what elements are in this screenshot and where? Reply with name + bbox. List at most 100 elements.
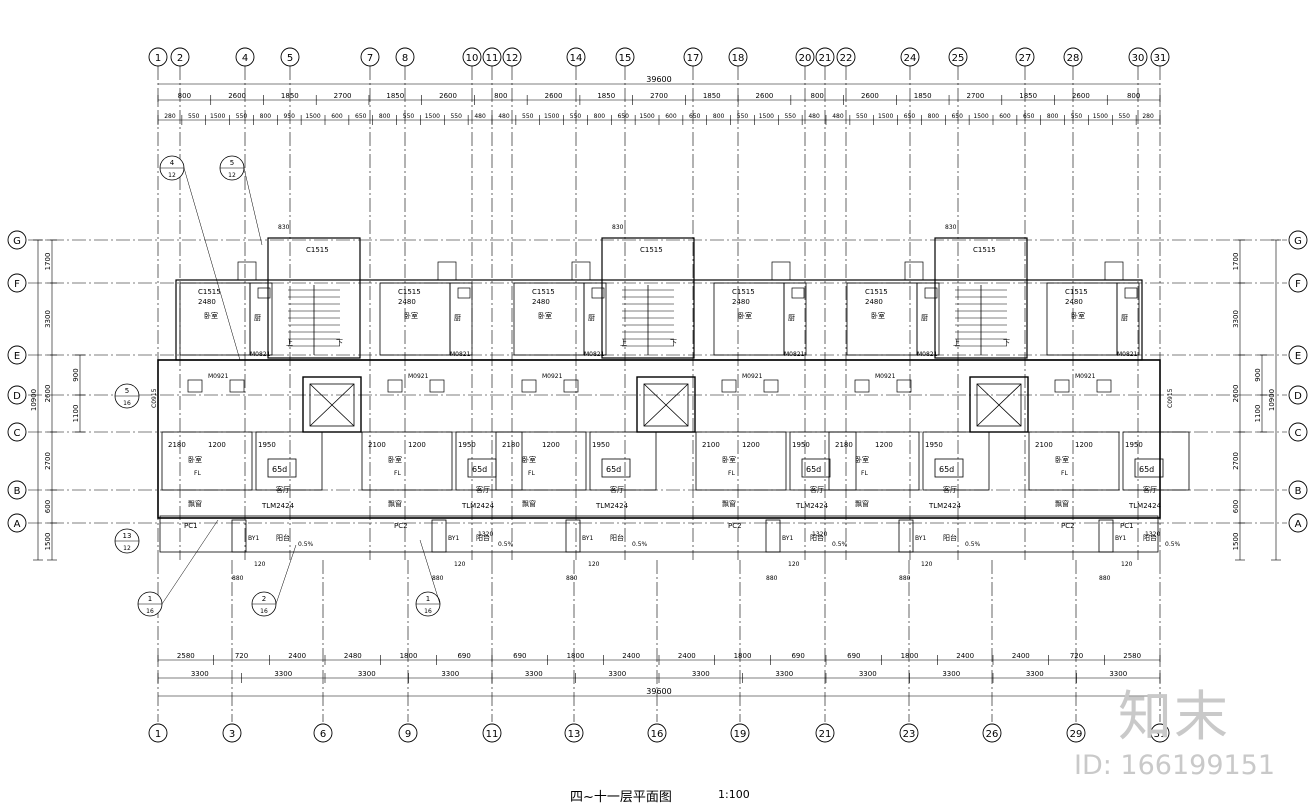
window-label: C0915 xyxy=(151,388,158,408)
axis-bubble xyxy=(1288,385,1308,405)
room-label: 阳台 xyxy=(610,533,624,542)
dim-label: 120 xyxy=(921,561,933,568)
dim-label: 830 xyxy=(612,224,624,231)
dim-top-row2-label: 600 xyxy=(331,113,343,120)
room-label: 卧室 xyxy=(1055,455,1069,464)
dim-top-row2-label: 1500 xyxy=(759,113,774,120)
axis-bubble-label: 21 xyxy=(819,53,832,64)
dim-label: 2100 xyxy=(1035,441,1053,449)
dim-right-col1-label: 2700 xyxy=(1232,452,1240,470)
toilet-fixture xyxy=(387,379,403,393)
room-label: 卧室 xyxy=(722,455,736,464)
axis-bubble xyxy=(1063,47,1083,67)
room-label: 飘窗 xyxy=(722,499,736,508)
column-post xyxy=(898,519,914,553)
room-label: 厨 xyxy=(921,314,928,322)
bedroom-lower xyxy=(695,431,787,491)
dim-label: 1320 xyxy=(812,531,827,538)
axis-bubble xyxy=(148,47,168,67)
axis-bubble xyxy=(1288,480,1308,500)
area-tag-box xyxy=(601,458,631,478)
window-label: TLM2424 xyxy=(261,502,295,510)
dim-top-row2-label: 800 xyxy=(1047,113,1059,120)
slope-label: 0.5% xyxy=(1165,541,1181,548)
room-area-label: 65d xyxy=(1139,465,1154,474)
dim-left-col1-label: 3300 xyxy=(44,310,52,328)
axis-bubble-label: 20 xyxy=(799,53,812,64)
floor-drain-label: FL xyxy=(394,470,401,477)
dim-top-row2-label: 600 xyxy=(665,113,677,120)
window-label: PC1 xyxy=(1120,522,1134,530)
dim-top-row2-label: 550 xyxy=(856,113,868,120)
axis-bubble-label: 11 xyxy=(486,53,499,64)
room-label: 客厅 xyxy=(610,485,624,494)
axis-bubble xyxy=(7,273,27,293)
axis-bubble-label: 1 xyxy=(155,729,161,740)
dim-label: 1320 xyxy=(478,531,493,538)
washbasin-fixture xyxy=(429,379,445,393)
axis-bubble-label: 12 xyxy=(506,53,519,64)
room-label: 客厅 xyxy=(476,485,490,494)
column-post xyxy=(431,519,447,553)
elevator-shaft xyxy=(969,376,1029,433)
room-label: 阳台 xyxy=(943,533,957,542)
elevator-car xyxy=(643,383,689,427)
axis-bubble-label: D xyxy=(13,391,21,402)
axis-bubble-label: F xyxy=(14,279,20,290)
door-label: M0821 xyxy=(784,351,805,358)
axis-bubble xyxy=(899,723,919,743)
bedroom-lower xyxy=(495,431,587,491)
window-label: PC2 xyxy=(394,522,408,530)
living-room xyxy=(922,431,990,491)
axis-bubble xyxy=(948,47,968,67)
dim-label: 830 xyxy=(945,224,957,231)
washbasin-fixture xyxy=(229,379,245,393)
axis-bubble-label: C xyxy=(1295,428,1302,439)
elevator-cross xyxy=(976,383,1022,427)
axis-bubble-label: 4 xyxy=(242,53,248,64)
door-label: M0921 xyxy=(208,373,229,380)
detail-leader xyxy=(419,539,441,605)
dim-top-row2-label: 1500 xyxy=(1093,113,1108,120)
column-post xyxy=(765,519,781,553)
dim-label: 1950 xyxy=(792,441,810,449)
dim-top-row2-label: 1500 xyxy=(878,113,893,120)
dim-label: 2480 xyxy=(1065,298,1083,306)
dim-bottom-row1-label: 720 xyxy=(1070,652,1083,660)
axis-bubble xyxy=(1288,422,1308,442)
axis-bubble-label: 6 xyxy=(320,729,326,740)
axis-bubble xyxy=(1066,723,1086,743)
dim-top-row1-label: 2700 xyxy=(650,92,668,100)
kitchen xyxy=(783,282,807,356)
axis-bubble xyxy=(815,723,835,743)
detail-callout-top: 1 xyxy=(426,595,430,603)
room-label: 卧室 xyxy=(188,455,202,464)
room-area-label: 65d xyxy=(939,465,954,474)
room-label: 客厅 xyxy=(943,485,957,494)
dim-top-row2-label: 550 xyxy=(188,113,200,120)
axis-bubble-label: G xyxy=(1294,236,1302,247)
dim-top-row2-label: 650 xyxy=(1023,113,1035,120)
detail-callout-bottom: 12 xyxy=(168,172,176,179)
dim-top-row2-label: 550 xyxy=(784,113,796,120)
dim-top-row2-label: 1500 xyxy=(425,113,440,120)
dim-label: 120 xyxy=(454,561,466,568)
door-label: M0921 xyxy=(875,373,896,380)
dim-bottom-row2-label: 3300 xyxy=(942,670,960,678)
dim-top-row2-label: 480 xyxy=(498,113,510,120)
dim-bottom-row1-label: 690 xyxy=(847,652,860,660)
axis-bubble xyxy=(360,47,380,67)
detail-callout-bottom: 12 xyxy=(228,172,236,179)
dim-label: 1200 xyxy=(875,441,893,449)
dim-top-row2-label: 800 xyxy=(379,113,391,120)
axis-bubble-label: 13 xyxy=(568,729,581,740)
dim-left-col2-label: 1100 xyxy=(72,405,80,423)
dim-top-row2-label: 550 xyxy=(403,113,415,120)
bedroom-lower xyxy=(361,431,453,491)
floor-drain-label: FL xyxy=(861,470,868,477)
watermark-brand: 知末 xyxy=(1118,685,1230,748)
dim-bottom-row2-label: 3300 xyxy=(358,670,376,678)
axis-bubble-label: 26 xyxy=(986,729,999,740)
room-label: 飘窗 xyxy=(522,499,536,508)
